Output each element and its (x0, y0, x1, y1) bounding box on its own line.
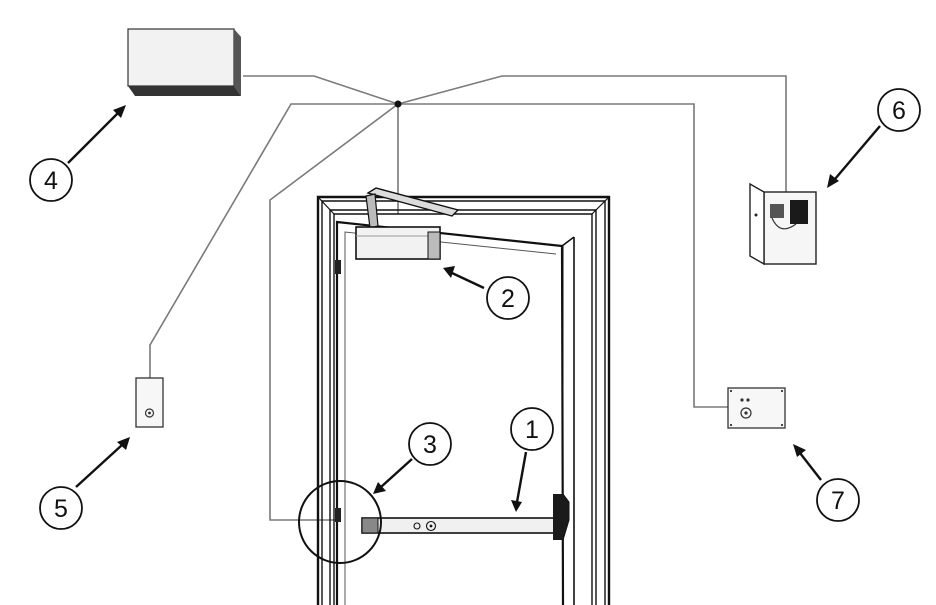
key-switch-plate-right (727, 387, 786, 429)
wire-electric-hinge (269, 103, 399, 521)
wire-control-panel (397, 75, 787, 196)
arrowhead-5 (117, 437, 130, 450)
arrowhead-6 (827, 174, 839, 188)
wiring (149, 75, 787, 521)
callout-6-label: 6 (892, 97, 906, 125)
hinge-electric (335, 508, 341, 522)
junction-point (394, 100, 402, 108)
callout-1: 1 (510, 407, 554, 451)
arrow-7 (799, 452, 822, 481)
key-switch-left (135, 377, 164, 428)
arrow-5 (75, 444, 123, 488)
hinge-top (335, 260, 341, 274)
arrowhead-2 (443, 266, 455, 278)
electric-hinge-detail-circle (298, 480, 382, 564)
callout-5-label: 5 (54, 495, 68, 523)
callout-6: 6 (877, 88, 921, 132)
callout-3: 3 (408, 422, 452, 466)
callout-2-label: 2 (501, 285, 515, 313)
arrowhead-3 (373, 482, 386, 494)
arrowhead-1 (511, 500, 522, 512)
door-closer (355, 187, 460, 260)
arrow-1 (515, 451, 528, 503)
exit-device-push-bar (361, 493, 570, 541)
control-panel-enclosure (749, 182, 817, 266)
callout-7: 7 (816, 478, 860, 522)
callout-4: 4 (29, 158, 73, 202)
door-leaf (335, 220, 575, 605)
callout-4-label: 4 (44, 167, 58, 195)
power-supply-box (127, 28, 241, 96)
callout-1-label: 1 (525, 416, 539, 444)
callout-arrows (67, 105, 881, 512)
callout-7-label: 7 (831, 487, 845, 515)
arrow-2 (451, 271, 485, 290)
wire-power-supply (243, 75, 399, 105)
door-frame (316, 195, 611, 605)
arrow-4 (67, 112, 119, 164)
arrowhead-4 (113, 105, 126, 118)
callout-3-label: 3 (423, 431, 437, 459)
arrowhead-7 (793, 444, 806, 457)
wire-key-switch-left (149, 103, 398, 378)
wire-key-switch-right (398, 103, 728, 408)
arrow-3 (380, 458, 413, 488)
arrow-6 (834, 125, 881, 180)
callout-2: 2 (486, 276, 530, 320)
callout-5: 5 (39, 486, 83, 530)
